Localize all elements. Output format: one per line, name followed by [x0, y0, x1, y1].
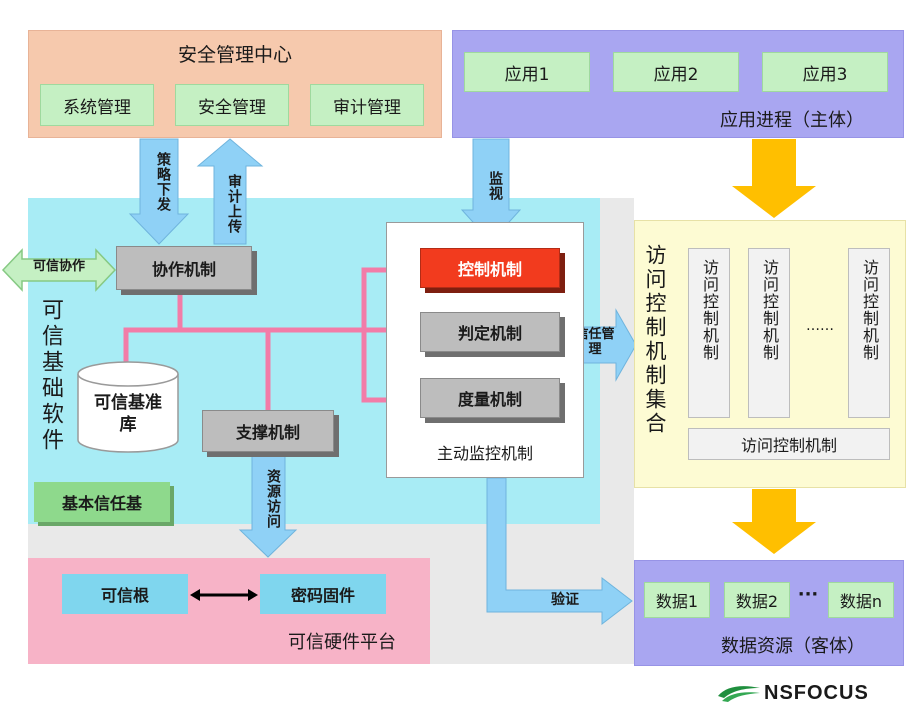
app-1-box: 应用1 — [464, 52, 590, 92]
control-mechanism-box: 控制机制 — [420, 248, 560, 288]
trusted-software-label: 可信基础软件 — [38, 298, 63, 454]
nsfocus-logo-text: NSFOCUS — [764, 681, 869, 704]
policy-down-label: 策略下发 — [155, 152, 171, 212]
acl-column-2-label: 访问控制机制 — [760, 259, 779, 361]
acl-bottom-label: 访问控制机制 — [740, 436, 837, 455]
trusted-collab-label: 可信协作 — [32, 259, 85, 274]
trust-manage-label: 信任管理 — [575, 327, 615, 357]
data-2-box: 数据2 — [724, 582, 790, 618]
data-resources-label: 数据资源（客体） — [721, 636, 865, 657]
trusted-collab-arrow — [1, 248, 117, 292]
data-n-box: 数据n — [828, 582, 894, 618]
baseline-db-cylinder — [77, 361, 179, 453]
acl-ellipsis: …… — [806, 318, 834, 334]
hardware-platform-label: 可信硬件平台 — [288, 632, 396, 653]
data-1-box: 数据1 — [644, 582, 710, 618]
nsfocus-logo: NSFOCUS — [716, 680, 916, 706]
acl-to-data-arrow — [732, 489, 816, 554]
nsfocus-logo-mark-icon — [718, 686, 760, 702]
acl-column-1: 访问控制机制 — [688, 248, 730, 418]
acl-bottom-box: 访问控制机制 — [688, 428, 890, 460]
verify-arrow — [486, 477, 633, 626]
access-control-set-label: 访问控制机制集合 — [643, 244, 667, 436]
app-process-label: 应用进程（主体） — [720, 110, 864, 131]
active-monitor-label: 主动监控机制 — [436, 444, 533, 463]
support-mechanism-box: 支撑机制 — [202, 410, 334, 452]
app-3-box: 应用3 — [762, 52, 888, 92]
resource-access-arrow — [238, 451, 298, 558]
security-center-title: 安全管理中心 — [177, 43, 292, 66]
system-management-box: 系统管理 — [40, 84, 154, 126]
acl-column-1-label: 访问控制机制 — [700, 259, 719, 361]
crypto-firmware-box: 密码固件 — [260, 574, 386, 614]
hw-double-arrow — [190, 589, 258, 601]
acl-column-n-label: 访问控制机制 — [860, 259, 879, 361]
audit-management-box: 审计管理 — [310, 84, 424, 126]
audit-up-label: 审计上传 — [226, 174, 242, 234]
app-to-acl-arrow — [732, 139, 816, 218]
baseline-db-label: 可信基准库 — [94, 393, 162, 436]
acl-column-2: 访问控制机制 — [748, 248, 790, 418]
security-management-box: 安全管理 — [175, 84, 289, 126]
trust-base-label: 基本信任基 — [61, 494, 142, 513]
data-ellipsis: ··· — [797, 584, 819, 605]
collab-mechanism-box: 协作机制 — [116, 246, 252, 290]
resource-access-label: 资源访问 — [265, 469, 281, 529]
verify-label: 验证 — [551, 592, 579, 608]
app-2-box: 应用2 — [613, 52, 739, 92]
policy-down-arrow — [128, 138, 190, 245]
measure-mechanism-box: 度量机制 — [420, 378, 560, 418]
monitor-label: 监视 — [487, 171, 503, 201]
trusted-root-box: 可信根 — [62, 574, 188, 614]
trust-base-box: 基本信任基 — [34, 482, 170, 522]
judge-mechanism-box: 判定机制 — [420, 312, 560, 352]
acl-column-n: 访问控制机制 — [848, 248, 890, 418]
audit-up-arrow — [196, 138, 264, 245]
